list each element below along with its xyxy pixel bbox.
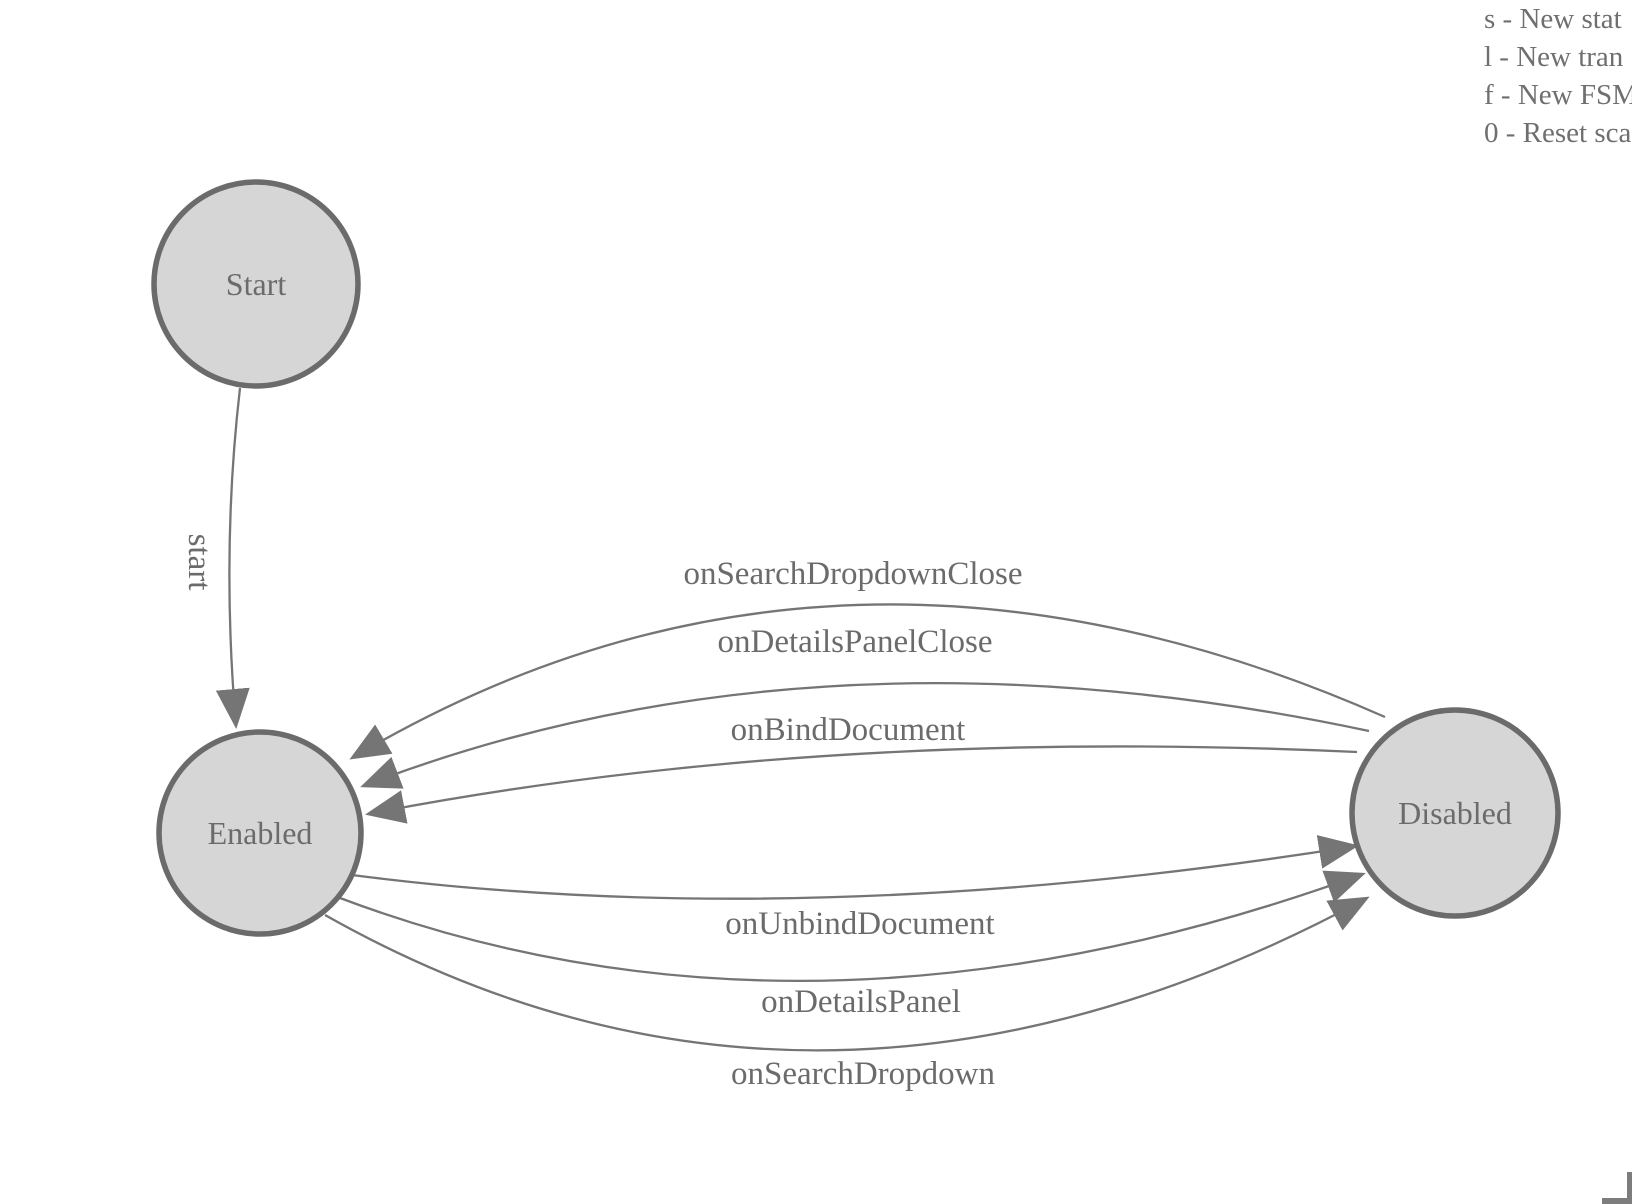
state-label-disabled: Disabled [1398,795,1512,831]
edge-label-onDetailsPanelClose: onDetailsPanelClose [718,624,993,660]
edge-disabled-to-enabled-onBindDocument[interactable] [365,745,1358,824]
edge-label-onSearchDropdownClose: onSearchDropdownClose [683,556,1022,592]
edge-label-onSearchDropdown: onSearchDropdown [731,1056,995,1092]
legend-line-new-transition: l - New tran [1484,41,1624,73]
legend-line-new-state: s - New stat [1484,3,1622,35]
edge-enabled-to-disabled-onDetailsPanel[interactable] [339,870,1366,982]
corner-vertical-bar [1627,1172,1632,1204]
state-node-start[interactable] [151,179,361,389]
legend-line-reset: 0 - Reset sca [1484,117,1632,149]
state-node-enabled[interactable] [156,729,364,937]
edge-label-start: start [181,534,217,591]
corner-horizontal-bar [1602,1198,1632,1204]
edge-label-onBindDocument: onBindDocument [731,712,966,748]
edge-disabled-to-enabled-onDetailsPanelClose[interactable] [360,682,1370,789]
legend-line-new-fsm: f - New FSM [1484,79,1632,111]
state-label-start: Start [226,266,287,302]
edge-label-onUnbindDocument: onUnbindDocument [725,906,994,942]
state-label-enabled: Enabled [208,815,313,851]
edge-enabled-to-disabled-onUnbindDocument[interactable] [351,835,1359,900]
edge-start-to-enabled[interactable] [215,387,250,729]
state-node-disabled[interactable] [1349,707,1561,919]
legend: s - New stat l - New tran f - New FSM 0 … [1484,0,1632,152]
edge-label-onDetailsPanel: onDetailsPanel [761,984,961,1020]
edge-disabled-to-enabled-onSearchDropdownClose[interactable] [349,603,1386,760]
edge-enabled-to-disabled-onSearchDropdown[interactable] [324,896,1370,1052]
